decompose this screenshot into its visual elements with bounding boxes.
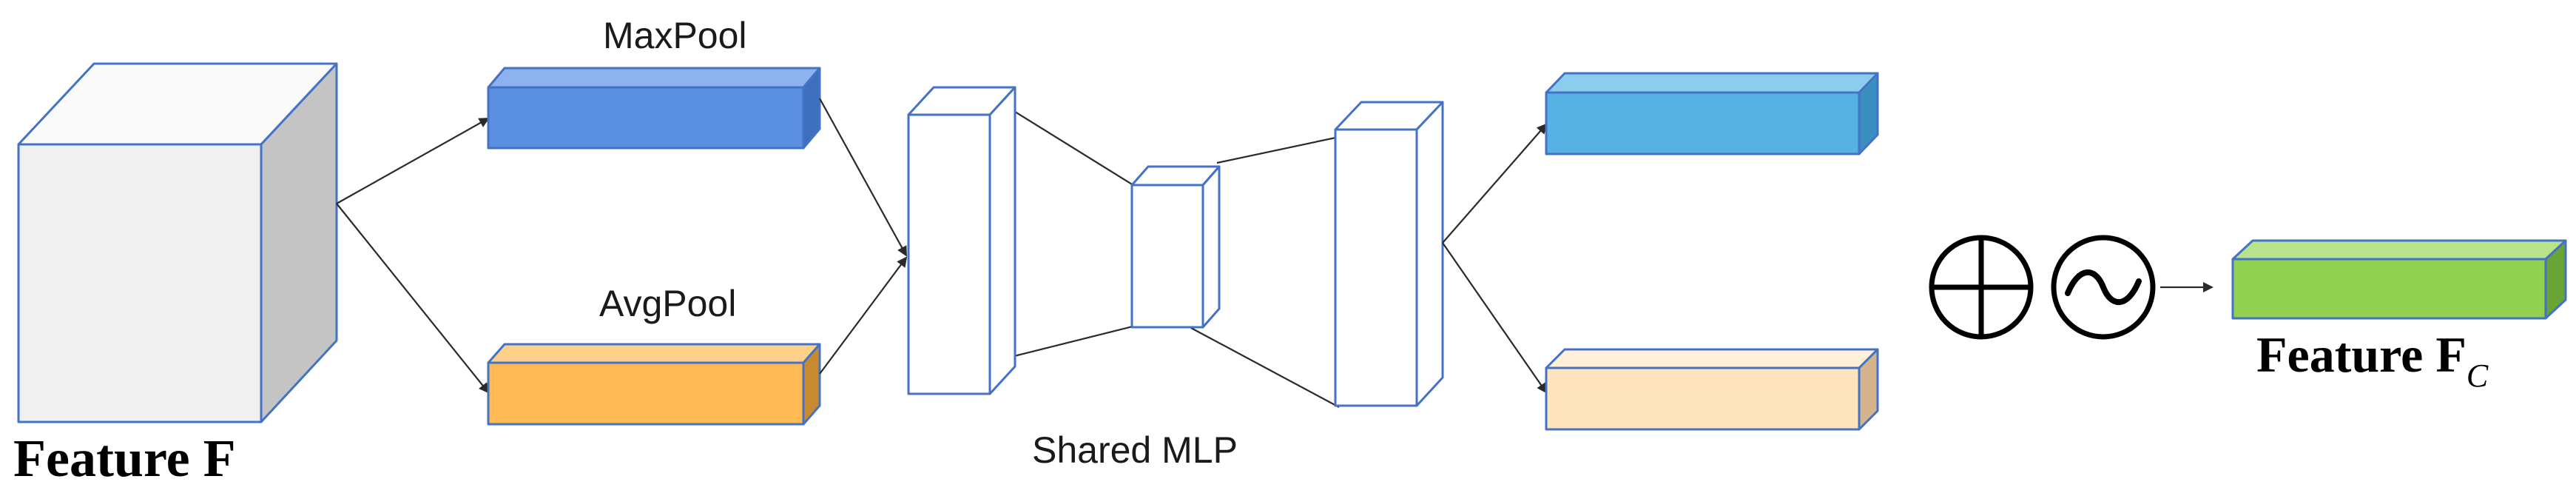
shared-mlp [907, 86, 1444, 408]
avgpool-label: AvgPool [599, 283, 736, 324]
mlp-input-layer-front [907, 113, 991, 395]
feature-in-label: Feature F [13, 429, 236, 488]
mlp-hidden-layer [1130, 165, 1221, 329]
arrow-maxpool-to-mlp [819, 98, 907, 257]
arrow-cube-to-maxpool [336, 118, 490, 204]
shared-mlp-label: Shared MLP [1032, 429, 1238, 471]
arrow-mlp-to-bottom-bar [1442, 242, 1548, 394]
mlp-output-bar-top-front [1545, 91, 1861, 155]
avgpool-bar-top [487, 343, 821, 364]
mlp-input-layer [907, 86, 1016, 395]
maxpool-bar-top [487, 67, 821, 89]
cube-front-face [17, 143, 263, 423]
result-feature-bar [2231, 239, 2567, 320]
maxpool-bar-front [487, 86, 805, 150]
avgpool-bar [487, 343, 821, 426]
mlp-link-2-bottom [1190, 327, 1340, 408]
arrow-avgpool-to-mlp [819, 256, 908, 375]
input-feature-cube [17, 62, 338, 423]
mlp-output-bar-bottom-front [1545, 366, 1861, 431]
arrow-mlp-to-top-bar [1442, 123, 1548, 244]
feature-out-main: Feature F [2256, 326, 2467, 383]
sigmoid-activation-icon [2051, 235, 2156, 340]
mlp-output-bar-top-top [1545, 72, 1879, 94]
mlp-output-bar-top [1545, 72, 1879, 155]
mlp-output-bar-bottom-top [1545, 348, 1879, 369]
mlp-link-2-top [1216, 135, 1340, 164]
avgpool-bar-front [487, 361, 805, 426]
feature-out-label: Feature FC [2256, 326, 2489, 394]
mlp-output-layer [1334, 101, 1444, 407]
add-operator-icon [1929, 235, 2034, 340]
feature-out-subscript: C [2467, 358, 2489, 394]
mlp-output-layer-side [1415, 101, 1444, 407]
maxpool-label: MaxPool [603, 15, 747, 56]
mlp-hidden-layer-side [1201, 165, 1221, 329]
mlp-input-layer-side [988, 86, 1016, 395]
result-bar-top [2231, 239, 2567, 261]
maxpool-bar [487, 67, 821, 150]
arrow-cube-to-avgpool [336, 203, 490, 394]
mlp-output-bar-bottom [1545, 348, 1879, 431]
mlp-output-layer-front [1334, 128, 1418, 407]
result-bar-front [2231, 258, 2547, 320]
mlp-hidden-layer-front [1130, 184, 1204, 329]
